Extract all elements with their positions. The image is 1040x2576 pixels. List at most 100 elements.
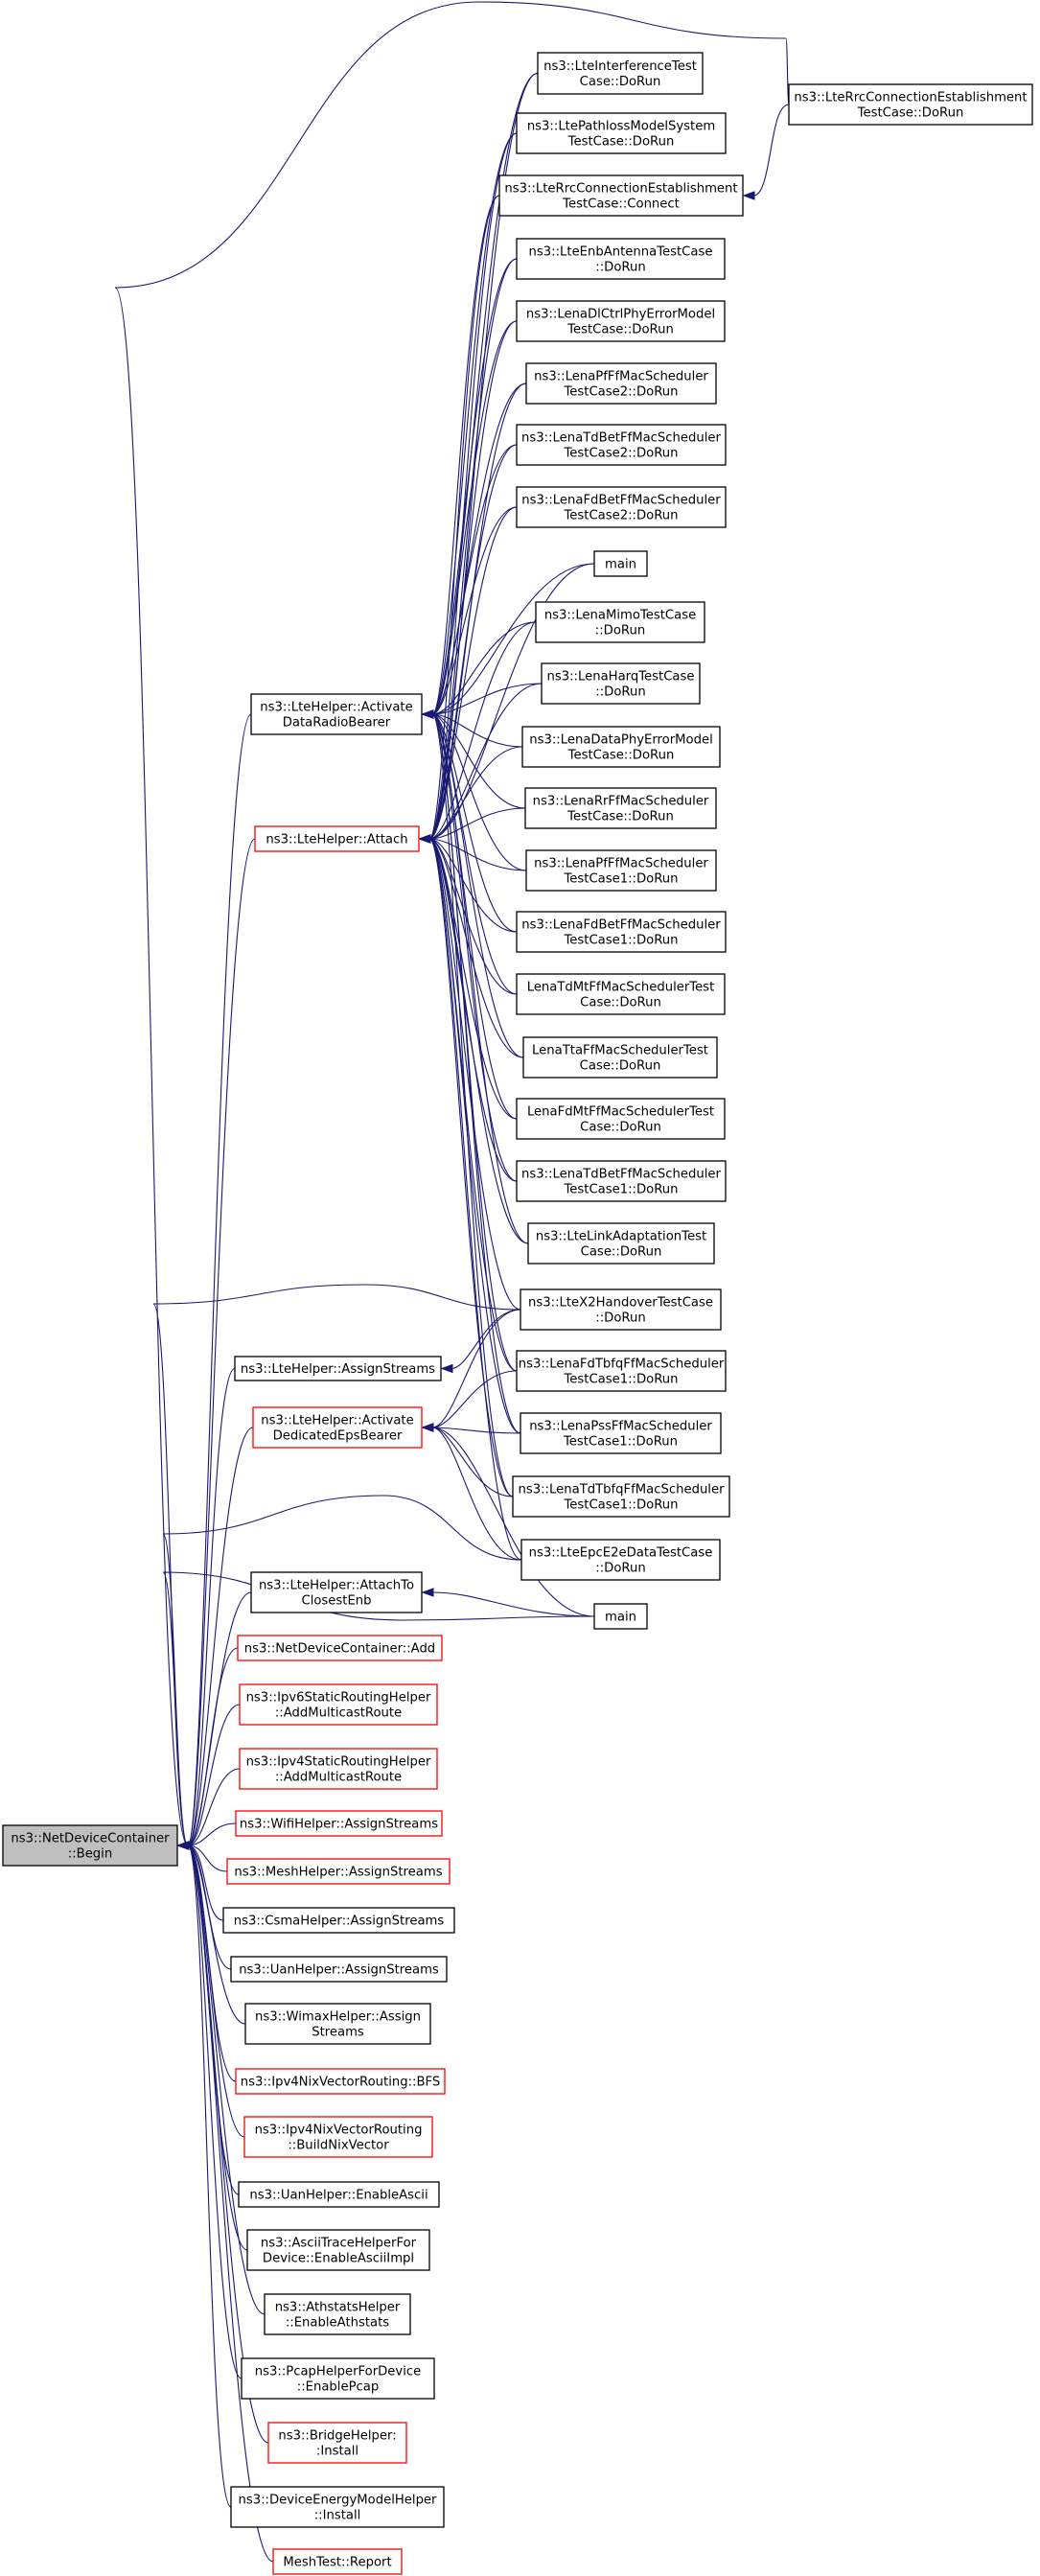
node-ndc_add[interactable]: ns3::NetDeviceContainer::Add bbox=[237, 1635, 443, 1661]
node-box[interactable] bbox=[230, 2486, 445, 2528]
node-box[interactable] bbox=[525, 362, 717, 405]
node-box[interactable] bbox=[524, 787, 717, 829]
node-box[interactable] bbox=[272, 2548, 403, 2575]
node-box[interactable] bbox=[521, 726, 721, 768]
node-box[interactable] bbox=[522, 1036, 718, 1079]
node-box[interactable] bbox=[541, 662, 701, 705]
node-box[interactable] bbox=[512, 1475, 730, 1518]
node-box[interactable] bbox=[235, 2068, 446, 2095]
node-box[interactable] bbox=[516, 424, 727, 466]
node-box[interactable] bbox=[516, 1160, 727, 1202]
node-box[interactable] bbox=[516, 300, 726, 342]
node-box[interactable] bbox=[593, 550, 648, 577]
node-pss1[interactable]: ns3::LenaPssFfMacSchedulerTestCase1::DoR… bbox=[520, 1412, 722, 1454]
node-box[interactable] bbox=[254, 825, 420, 852]
node-tdbet1[interactable]: ns3::LenaTdBetFfMacSchedulerTestCase1::D… bbox=[516, 1160, 727, 1202]
node-box[interactable] bbox=[246, 2229, 430, 2271]
node-attach[interactable]: ns3::LteHelper::Attach bbox=[254, 825, 420, 852]
node-box[interactable] bbox=[264, 2293, 411, 2335]
node-box[interactable] bbox=[535, 601, 705, 643]
node-ipv4_static[interactable]: ns3::Ipv4StaticRoutingHelper::AddMultica… bbox=[239, 1748, 438, 1790]
node-mimo[interactable]: ns3::LenaMimoTestCase::DoRun bbox=[535, 601, 705, 643]
node-box[interactable] bbox=[237, 1635, 443, 1661]
node-activate_eps[interactable]: ns3::LteHelper::ActivateDedicatedEpsBear… bbox=[252, 1406, 423, 1449]
node-nix_bfs[interactable]: ns3::Ipv4NixVectorRouting::BFS bbox=[235, 2068, 446, 2095]
node-athstats[interactable]: ns3::AthstatsHelper::EnableAthstats bbox=[264, 2293, 411, 2335]
node-dlctrl[interactable]: ns3::LenaDlCtrlPhyErrorModelTestCase::Do… bbox=[516, 300, 726, 342]
node-pfff2[interactable]: ns3::LenaPfFfMacSchedulerTestCase2::DoRu… bbox=[525, 362, 717, 405]
node-bridge_install[interactable]: ns3::BridgeHelper::Install bbox=[267, 2422, 407, 2464]
node-dataphy[interactable]: ns3::LenaDataPhyErrorModelTestCase::DoRu… bbox=[521, 726, 721, 768]
node-harq[interactable]: ns3::LenaHarqTestCase::DoRun bbox=[541, 662, 701, 705]
node-box[interactable] bbox=[516, 238, 726, 280]
node-fdtbfq1[interactable]: ns3::LenaFdTbfqFfMacSchedulerTestCase1::… bbox=[516, 1350, 727, 1392]
node-box[interactable] bbox=[250, 693, 423, 735]
node-mesh_assign[interactable]: ns3::MeshHelper::AssignStreams bbox=[226, 1858, 451, 1885]
node-box[interactable] bbox=[525, 849, 717, 892]
node-box[interactable] bbox=[235, 1810, 443, 1837]
node-csma_assign[interactable]: ns3::CsmaHelper::AssignStreams bbox=[222, 1907, 455, 1934]
node-box[interactable] bbox=[234, 1356, 442, 1381]
node-ascii_trace[interactable]: ns3::AsciiTraceHelperForDevice::EnableAs… bbox=[246, 2229, 430, 2271]
node-box[interactable] bbox=[498, 174, 744, 217]
node-box[interactable] bbox=[252, 1406, 423, 1449]
node-uan_ascii[interactable]: ns3::UanHelper::EnableAscii bbox=[238, 2181, 440, 2208]
node-enb_antenna[interactable]: ns3::LteEnbAntennaTestCase::DoRun bbox=[516, 238, 726, 280]
node-rrc_dorun[interactable]: ns3::LteRrcConnectionEstablishmentTestCa… bbox=[788, 83, 1033, 126]
node-box[interactable] bbox=[516, 486, 727, 528]
node-box[interactable] bbox=[516, 1350, 727, 1392]
node-box[interactable] bbox=[244, 2003, 431, 2045]
node-tdtbfq1[interactable]: ns3::LenaTdTbfqFfMacSchedulerTestCase1::… bbox=[512, 1475, 730, 1518]
node-fdbet1[interactable]: ns3::LenaFdBetFfMacSchedulerTestCase1::D… bbox=[516, 911, 727, 953]
node-box[interactable] bbox=[516, 1098, 726, 1140]
node-box[interactable] bbox=[239, 1748, 438, 1790]
node-box[interactable] bbox=[239, 1683, 438, 1726]
node-box[interactable] bbox=[250, 1571, 423, 1613]
node-root[interactable]: ns3::NetDeviceContainer::Begin bbox=[2, 1824, 178, 1867]
node-assign_streams_lte[interactable]: ns3::LteHelper::AssignStreams bbox=[234, 1356, 442, 1381]
node-box[interactable] bbox=[516, 973, 726, 1015]
node-box[interactable] bbox=[267, 2422, 407, 2464]
node-box[interactable] bbox=[222, 1907, 455, 1934]
node-box[interactable] bbox=[243, 2116, 433, 2158]
node-pfff1[interactable]: ns3::LenaPfFfMacSchedulerTestCase1::DoRu… bbox=[525, 849, 717, 892]
node-ipv6_static[interactable]: ns3::Ipv6StaticRoutingHelper::AddMultica… bbox=[239, 1683, 438, 1726]
node-mesh_report[interactable]: MeshTest::Report bbox=[272, 2548, 403, 2575]
node-box[interactable] bbox=[238, 2181, 440, 2208]
node-box[interactable] bbox=[516, 112, 727, 154]
node-pathloss[interactable]: ns3::LtePathlossModelSystemTestCase::DoR… bbox=[516, 112, 727, 154]
node-box[interactable] bbox=[537, 52, 704, 95]
node-box[interactable] bbox=[2, 1824, 178, 1867]
node-pcap_helper[interactable]: ns3::PcapHelperForDevice::EnablePcap bbox=[241, 2357, 435, 2400]
node-tdbet2[interactable]: ns3::LenaTdBetFfMacSchedulerTestCase2::D… bbox=[516, 424, 727, 466]
node-box[interactable] bbox=[520, 1412, 722, 1454]
node-epce2e[interactable]: ns3::LteEpcE2eDataTestCase::DoRun bbox=[520, 1539, 721, 1581]
node-wifi_assign[interactable]: ns3::WifiHelper::AssignStreams bbox=[235, 1810, 443, 1837]
node-energy_install[interactable]: ns3::DeviceEnergyModelHelper::Install bbox=[230, 2486, 445, 2528]
node-main1[interactable]: main bbox=[593, 550, 648, 577]
node-box[interactable] bbox=[226, 1858, 451, 1885]
node-box[interactable] bbox=[230, 1956, 448, 1983]
node-box[interactable] bbox=[516, 911, 727, 953]
node-wimax_assign[interactable]: ns3::WimaxHelper::AssignStreams bbox=[244, 2003, 431, 2045]
node-main2[interactable]: main bbox=[593, 1603, 648, 1630]
node-x2ho[interactable]: ns3::LteX2HandoverTestCase::DoRun bbox=[520, 1288, 722, 1331]
node-box[interactable] bbox=[593, 1603, 648, 1630]
node-box[interactable] bbox=[520, 1288, 722, 1331]
node-box[interactable] bbox=[520, 1539, 721, 1581]
node-box[interactable] bbox=[241, 2357, 435, 2400]
node-box[interactable] bbox=[788, 83, 1033, 126]
node-nix_build[interactable]: ns3::Ipv4NixVectorRouting::BuildNixVecto… bbox=[243, 2116, 433, 2158]
node-box[interactable] bbox=[527, 1222, 715, 1265]
node-fdbet2[interactable]: ns3::LenaFdBetFfMacSchedulerTestCase2::D… bbox=[516, 486, 727, 528]
node-uan_assign[interactable]: ns3::UanHelper::AssignStreams bbox=[230, 1956, 448, 1983]
node-rrc_connect[interactable]: ns3::LteRrcConnectionEstablishmentTestCa… bbox=[498, 174, 744, 217]
